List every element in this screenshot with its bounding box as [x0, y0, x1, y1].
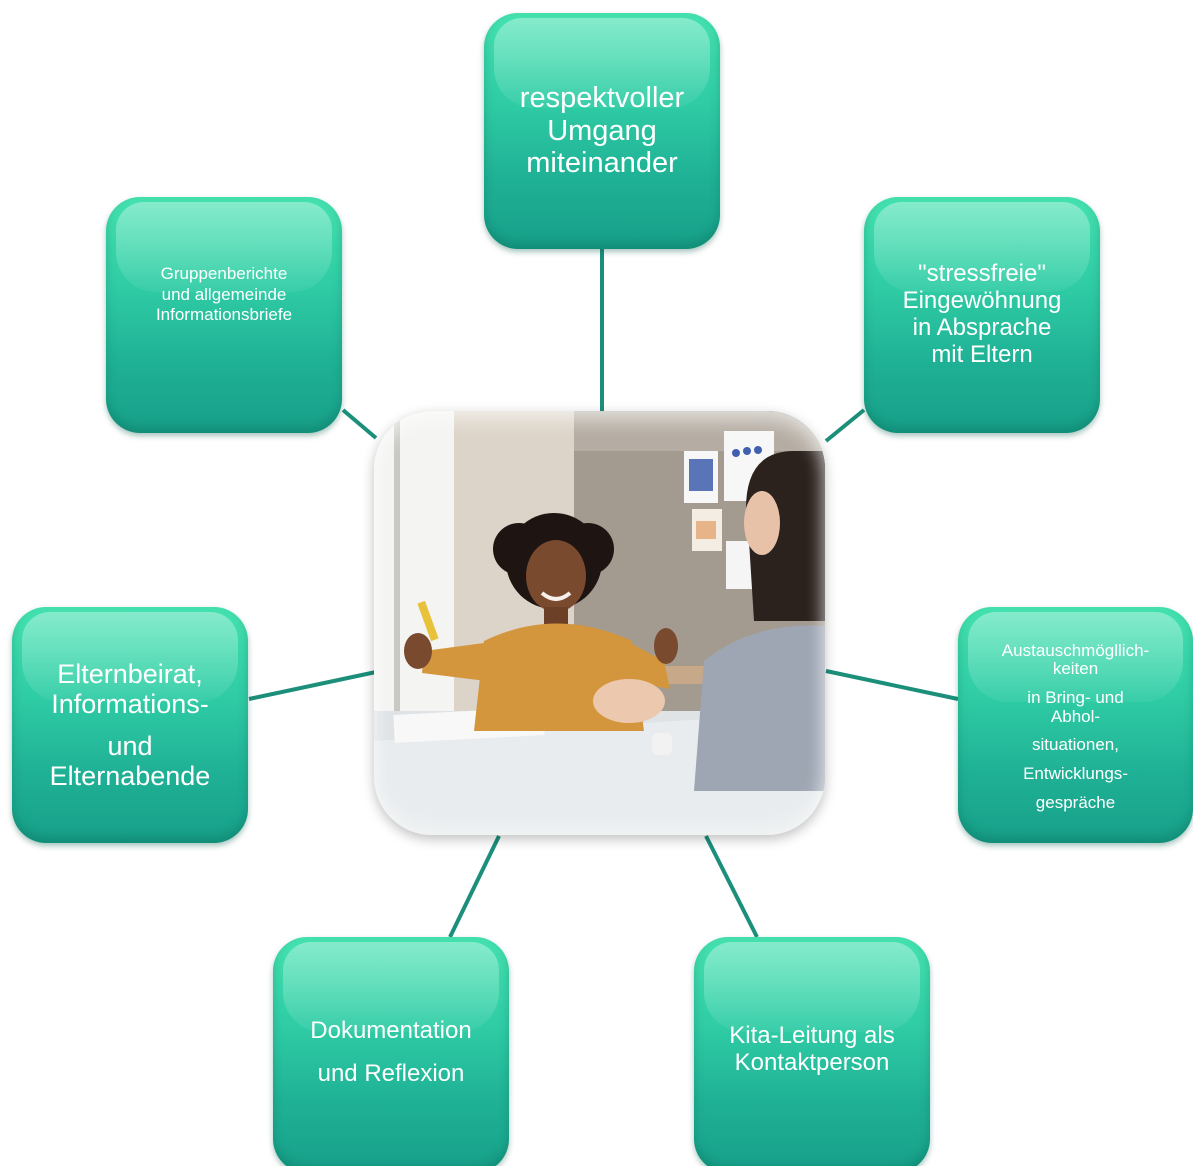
node-text-line: respektvoller — [519, 82, 685, 115]
node-text-line: Gruppenberichte — [160, 264, 288, 284]
node-text-line: Eingewöhnung — [902, 287, 1062, 315]
node-text-line: in Absprache — [912, 314, 1052, 341]
node-kita-leitung: Kita-Leitung als Kontaktperson — [694, 937, 930, 1166]
connector-stress — [824, 408, 866, 443]
node-text-line: Elternabende — [49, 761, 211, 792]
connector-kita — [704, 835, 759, 938]
connector-gruppen — [341, 408, 378, 440]
node-text-line: Elternbeirat, — [57, 658, 203, 689]
node-text-line: Austauschmögllich- — [1001, 640, 1150, 660]
connector-elternbeirat — [248, 670, 377, 701]
node-dokumentation: Dokumentation und Reflexion — [273, 937, 509, 1166]
node-text-line: und — [107, 731, 153, 761]
node-text-line: situationen, — [1032, 735, 1119, 755]
node-text-line: Umgang — [547, 114, 657, 147]
node-text-line: und allgemeinde — [161, 284, 287, 304]
node-text-line: in Bring- und — [1027, 687, 1124, 707]
node-text-line: Informationsbriefe — [155, 305, 293, 325]
node-text-line: Kontaktperson — [734, 1049, 890, 1076]
node-text-line: Dokumentation — [310, 1017, 472, 1045]
connector-austausch — [825, 669, 959, 701]
node-text-line: gespräche — [1035, 792, 1116, 812]
center-photo — [374, 411, 825, 835]
node-respektvoller-umgang: respektvoller Umgang miteinander — [484, 13, 720, 249]
connector-dokumentation — [448, 835, 501, 938]
node-austauschmoeglichkeiten: Austauschmögllich- keiten in Bring- und … — [958, 607, 1193, 843]
node-text-line: Informations- — [51, 688, 209, 719]
node-text-line: miteinander — [526, 147, 678, 180]
node-elternbeirat: Elternbeirat, Informations- und Elternab… — [12, 607, 248, 843]
node-text-line: mit Eltern — [931, 340, 1033, 368]
node-text-line: keiten — [1052, 659, 1099, 679]
photo-illustration — [374, 411, 825, 835]
node-text-line: Entwicklungs- — [1023, 764, 1128, 784]
node-gruppenberichte: Gruppenberichte und allgemeinde Informat… — [106, 197, 342, 433]
node-text-line: Kita-Leitung als — [729, 1022, 895, 1050]
node-text-line: Abhol- — [1050, 706, 1101, 726]
node-text-line: "stressfreie" — [918, 260, 1046, 288]
node-stressfreie-eingewoehnung: "stressfreie" Eingewöhnung in Absprache … — [864, 197, 1100, 433]
node-text-line: und Reflexion — [317, 1060, 465, 1087]
